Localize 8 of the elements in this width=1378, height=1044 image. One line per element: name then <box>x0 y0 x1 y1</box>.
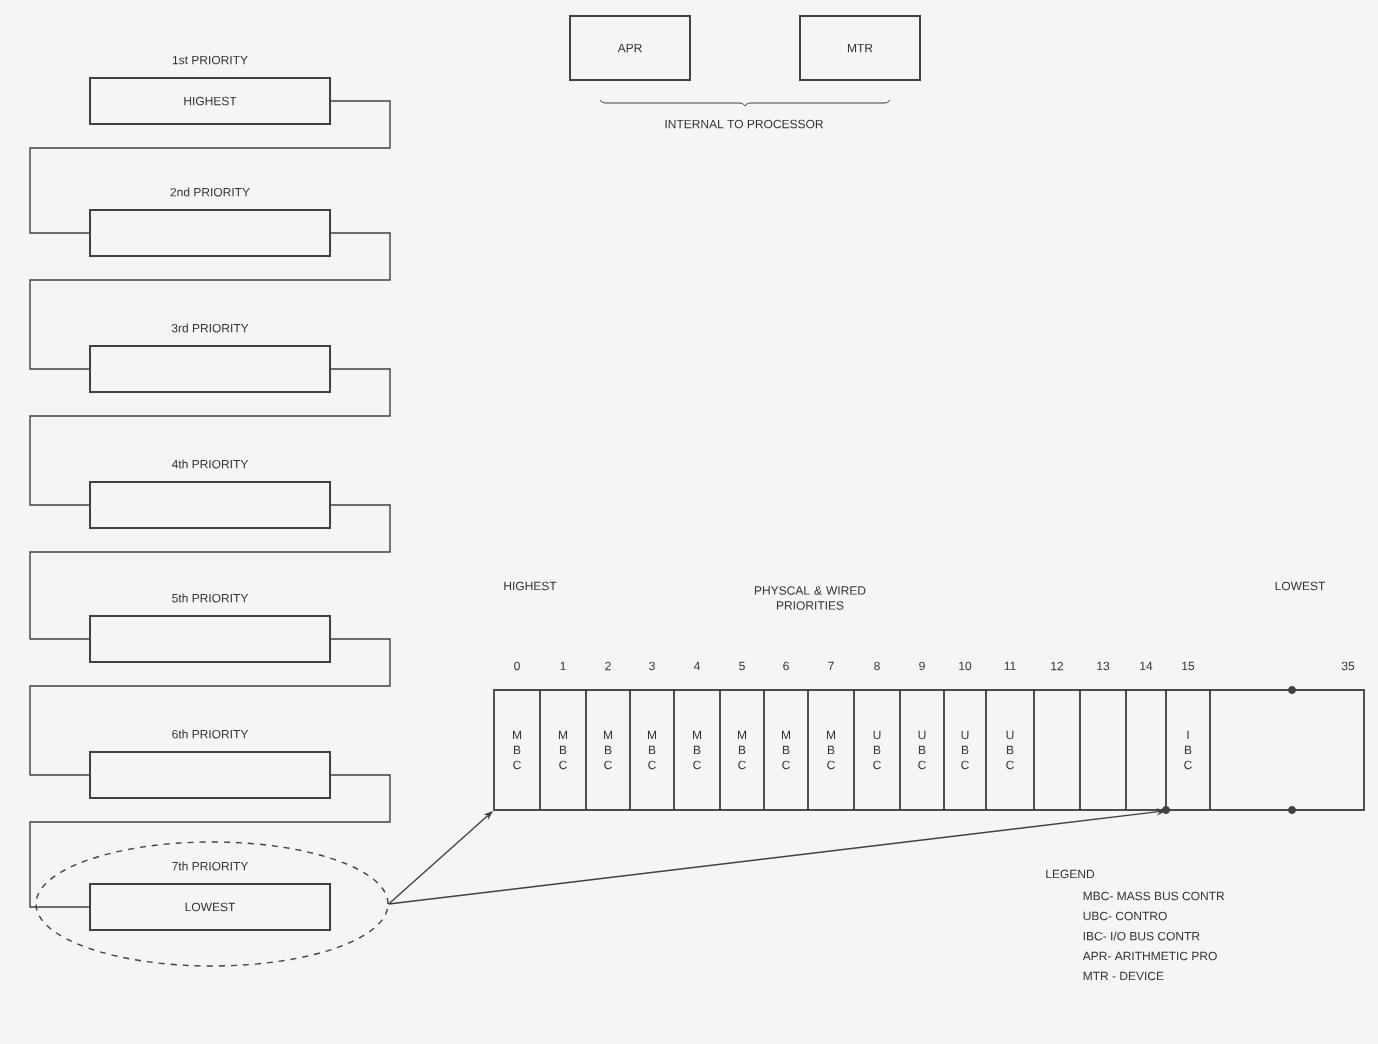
connector-line <box>29 100 391 234</box>
connector-line <box>29 368 391 506</box>
connector-line <box>29 774 391 908</box>
connector-line <box>29 638 391 776</box>
arrow <box>388 806 1170 905</box>
connector-line <box>29 504 391 640</box>
connector-line <box>29 232 391 370</box>
dashed-ellipse <box>35 841 389 967</box>
